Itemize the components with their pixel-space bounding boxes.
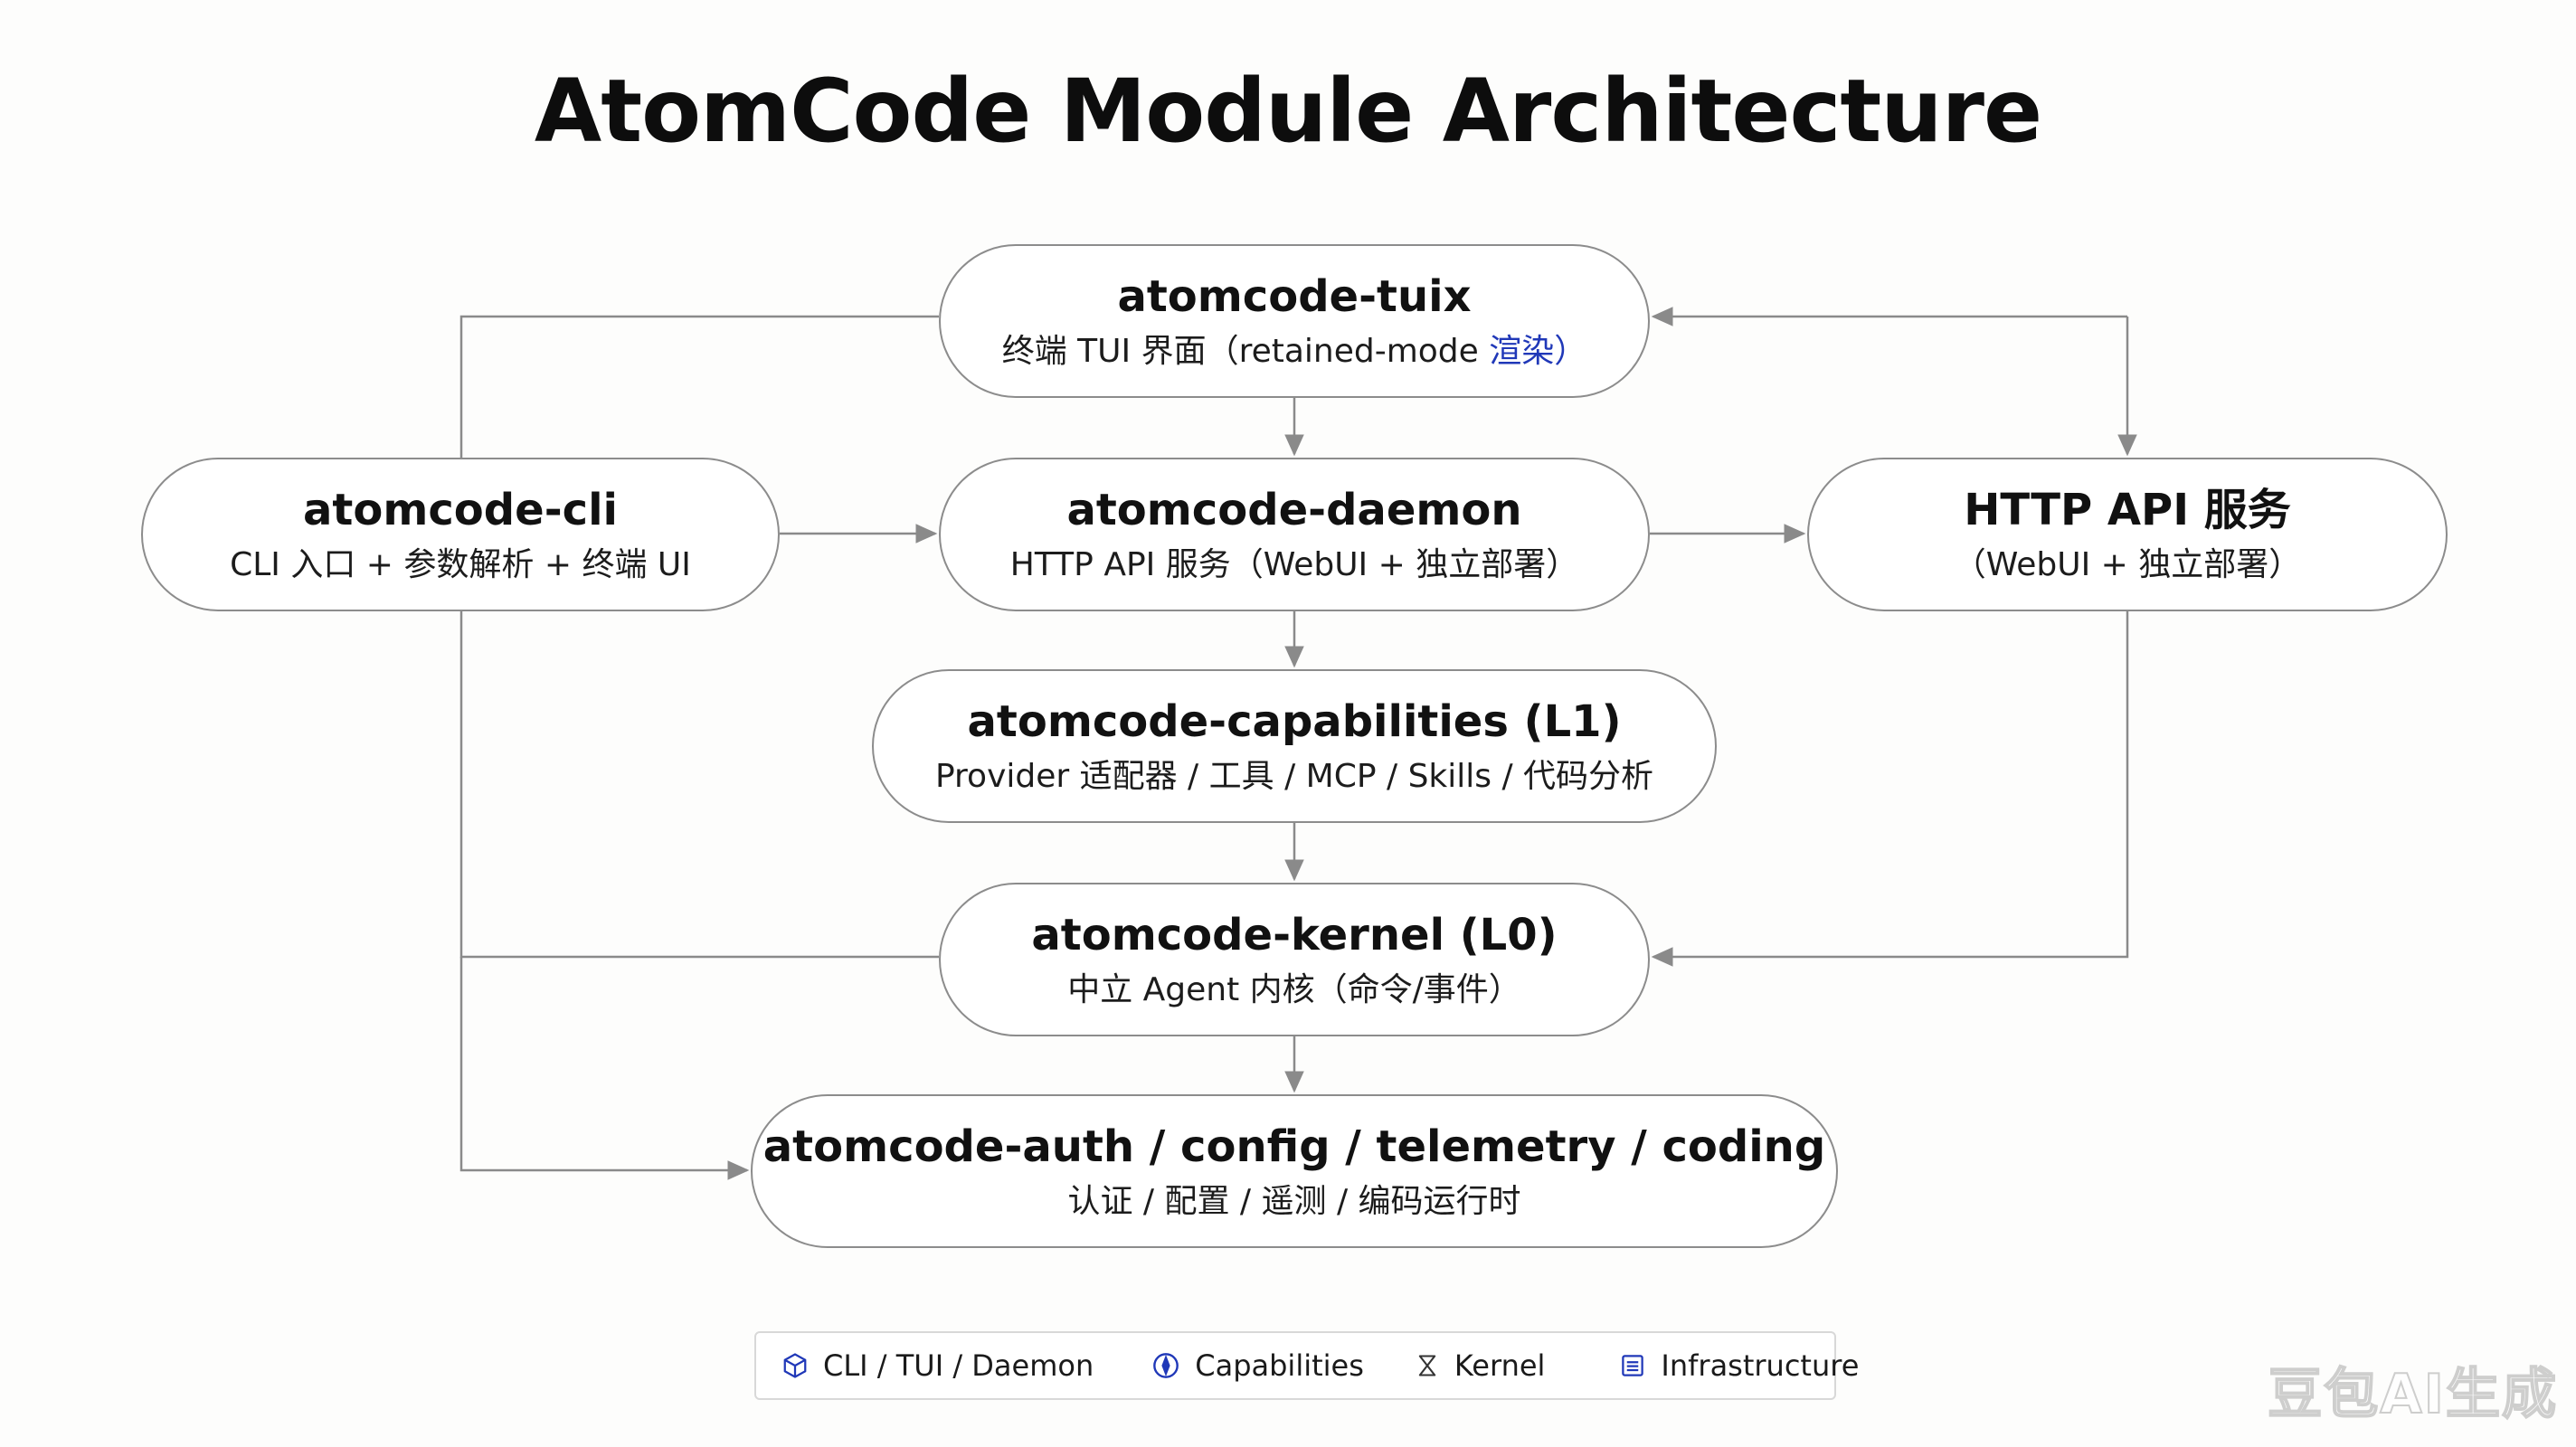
node-title: atomcode-cli — [303, 484, 618, 535]
node-title: atomcode-daemon — [1066, 484, 1522, 535]
node-atomcode-tuix: atomcode-tuix 终端 TUI 界面（retained-mode 渲染… — [939, 244, 1650, 398]
node-subtitle: HTTP API 服务（WebUI + 独立部署） — [1009, 546, 1579, 584]
edge-cli-to-tuix — [459, 315, 939, 458]
node-subtitle: 终端 TUI 界面（retained-mode 渲染） — [1002, 332, 1587, 371]
edge-cli-to-infra — [459, 957, 750, 1180]
node-atomcode-cli: atomcode-cli CLI 入口 + 参数解析 + 终端 UI — [141, 458, 780, 611]
legend-item-cli-tui-daemon: CLI / TUI / Daemon — [781, 1348, 1094, 1383]
node-subtitle: CLI 入口 + 参数解析 + 终端 UI — [230, 546, 691, 584]
legend-label: Capabilities — [1195, 1348, 1364, 1383]
node-subtitle-end: ） — [1554, 333, 1587, 371]
legend: CLI / TUI / Daemon Capabilities Kernel I… — [754, 1331, 1859, 1400]
node-subtitle-accent: 渲染 — [1489, 333, 1555, 371]
node-atomcode-infrastructure: atomcode-auth / config / telemetry / cod… — [751, 1094, 1838, 1248]
node-title: atomcode-kernel (L0) — [1031, 909, 1558, 960]
edge-http-to-kernel — [1651, 611, 2129, 967]
legend-label: Infrastructure — [1661, 1348, 1860, 1383]
node-title: atomcode-capabilities (L1) — [967, 695, 1622, 747]
compass-icon — [1153, 1353, 1179, 1378]
hourglass-icon — [1418, 1355, 1436, 1376]
legend-label: Kernel — [1454, 1348, 1546, 1383]
node-subtitle-text: 终端 TUI 界面（retained-mode — [1001, 333, 1490, 371]
node-atomcode-capabilities: atomcode-capabilities (L1) Provider 适配器 … — [872, 669, 1717, 823]
node-subtitle: Provider 适配器 / 工具 / MCP / Skills / 代码分析 — [934, 758, 1654, 796]
legend-item-infrastructure: Infrastructure — [1619, 1348, 1859, 1383]
cube-icon — [783, 1353, 807, 1378]
legend-item-kernel: Kernel — [1415, 1348, 1546, 1383]
legend-item-capabilities: Capabilities — [1151, 1348, 1364, 1383]
node-title: atomcode-auth / config / telemetry / cod… — [762, 1121, 1826, 1172]
document-list-icon — [1622, 1355, 1644, 1376]
node-title: atomcode-tuix — [1117, 270, 1472, 322]
node-title: HTTP API 服务 — [1964, 484, 2291, 535]
node-subtitle: 认证 / 配置 / 遥测 / 编码运行时 — [1067, 1183, 1521, 1221]
edge-cli-to-kernel — [459, 611, 939, 959]
watermark: 豆包AI生成 — [2267, 1362, 2558, 1427]
node-http-api-service: HTTP API 服务 （WebUI + 独立部署） — [1807, 458, 2448, 611]
page-title: AtomCode Module Architecture — [534, 61, 2042, 162]
node-subtitle: 中立 Agent 内核（命令/事件） — [1067, 971, 1521, 1009]
node-atomcode-kernel: atomcode-kernel (L0) 中立 Agent 内核（命令/事件） — [939, 883, 1650, 1036]
node-atomcode-daemon: atomcode-daemon HTTP API 服务（WebUI + 独立部署… — [939, 458, 1650, 611]
legend-label: CLI / TUI / Daemon — [823, 1348, 1094, 1383]
node-subtitle: （WebUI + 独立部署） — [1953, 546, 2302, 584]
